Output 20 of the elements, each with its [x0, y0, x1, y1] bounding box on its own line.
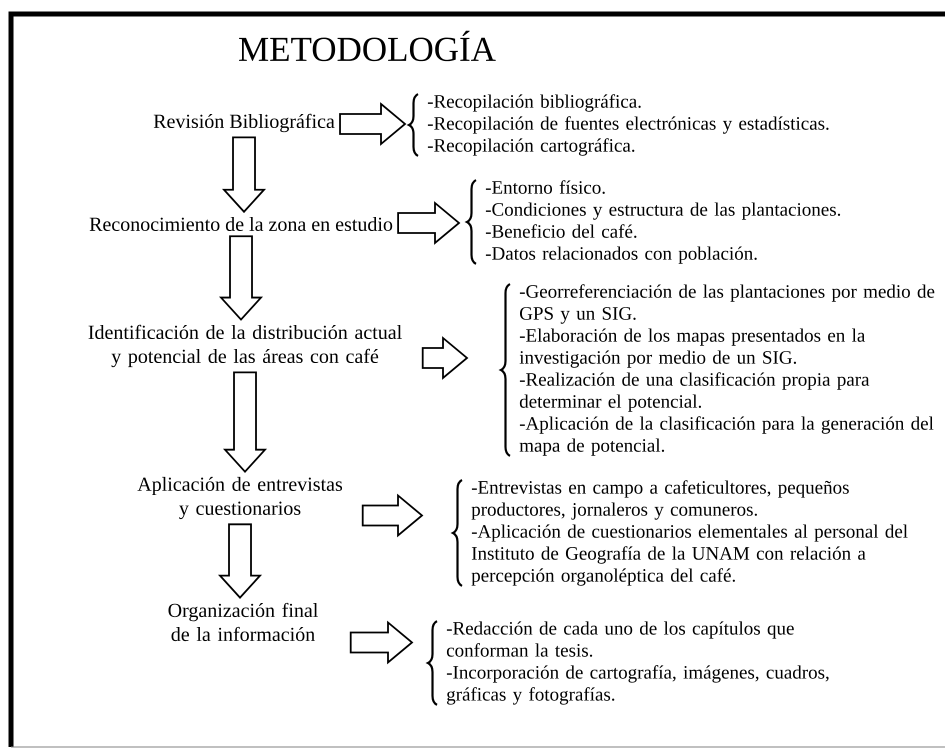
block-arrow [362, 494, 424, 538]
block-arrow [222, 136, 266, 214]
block-arrow [222, 371, 268, 474]
bullet-list: -Georreferenciación de las plantaciones por medio de GPS y un SIG. -Elaboración de los mapas presentados en la investigación por medio de un SIG. -Realización de una clasificación propia para determinar el potencial. -Aplicación de la clasificación para la generación del mapa de potencial. [520, 284, 934, 456]
title: METODOLOGÍA [239, 30, 496, 62]
block-arrow [339, 102, 406, 146]
step-text: Identificación de la distribución actual y potencial de las áreas con café [88, 324, 402, 368]
step-text: Reconocimiento de la zona en estudio [90, 216, 392, 232]
bullet-list: -Entrevistas en campo a cafeticultores, pequeños productores, jornaleros y comuneros. -Aplicación de cuestionarios elementales al personal del Instituto de Geografía de la UNAM con relación a percepción organoléptica del café. [472, 480, 908, 586]
block-arrow [350, 620, 414, 664]
block-arrow [397, 201, 460, 245]
bullet-list: -Entorno físico. -Condiciones y estructura de las plantaciones. -Beneficio del café. -Datos relacionados con población. [486, 180, 840, 264]
block-arrow [218, 523, 262, 599]
bullet-list: -Recopilación bibliográfica. -Recopilación de fuentes electrónicas y estadísticas. -Recopilación cartográfica. [428, 94, 829, 156]
block-arrow [218, 235, 264, 321]
step-text: Revisión Bibliográfica [154, 114, 335, 132]
step-text: Organización final de la información [168, 602, 318, 642]
bullet-list: -Redacción de cada uno de los capítulos que conforman la tesis. -Incorporación de cartografía, imágenes, cuadros, gráficas y fotografías. [446, 621, 829, 705]
step-text: Aplicación de entrevistas y cuestionarios [137, 476, 342, 520]
block-arrow [422, 336, 468, 380]
